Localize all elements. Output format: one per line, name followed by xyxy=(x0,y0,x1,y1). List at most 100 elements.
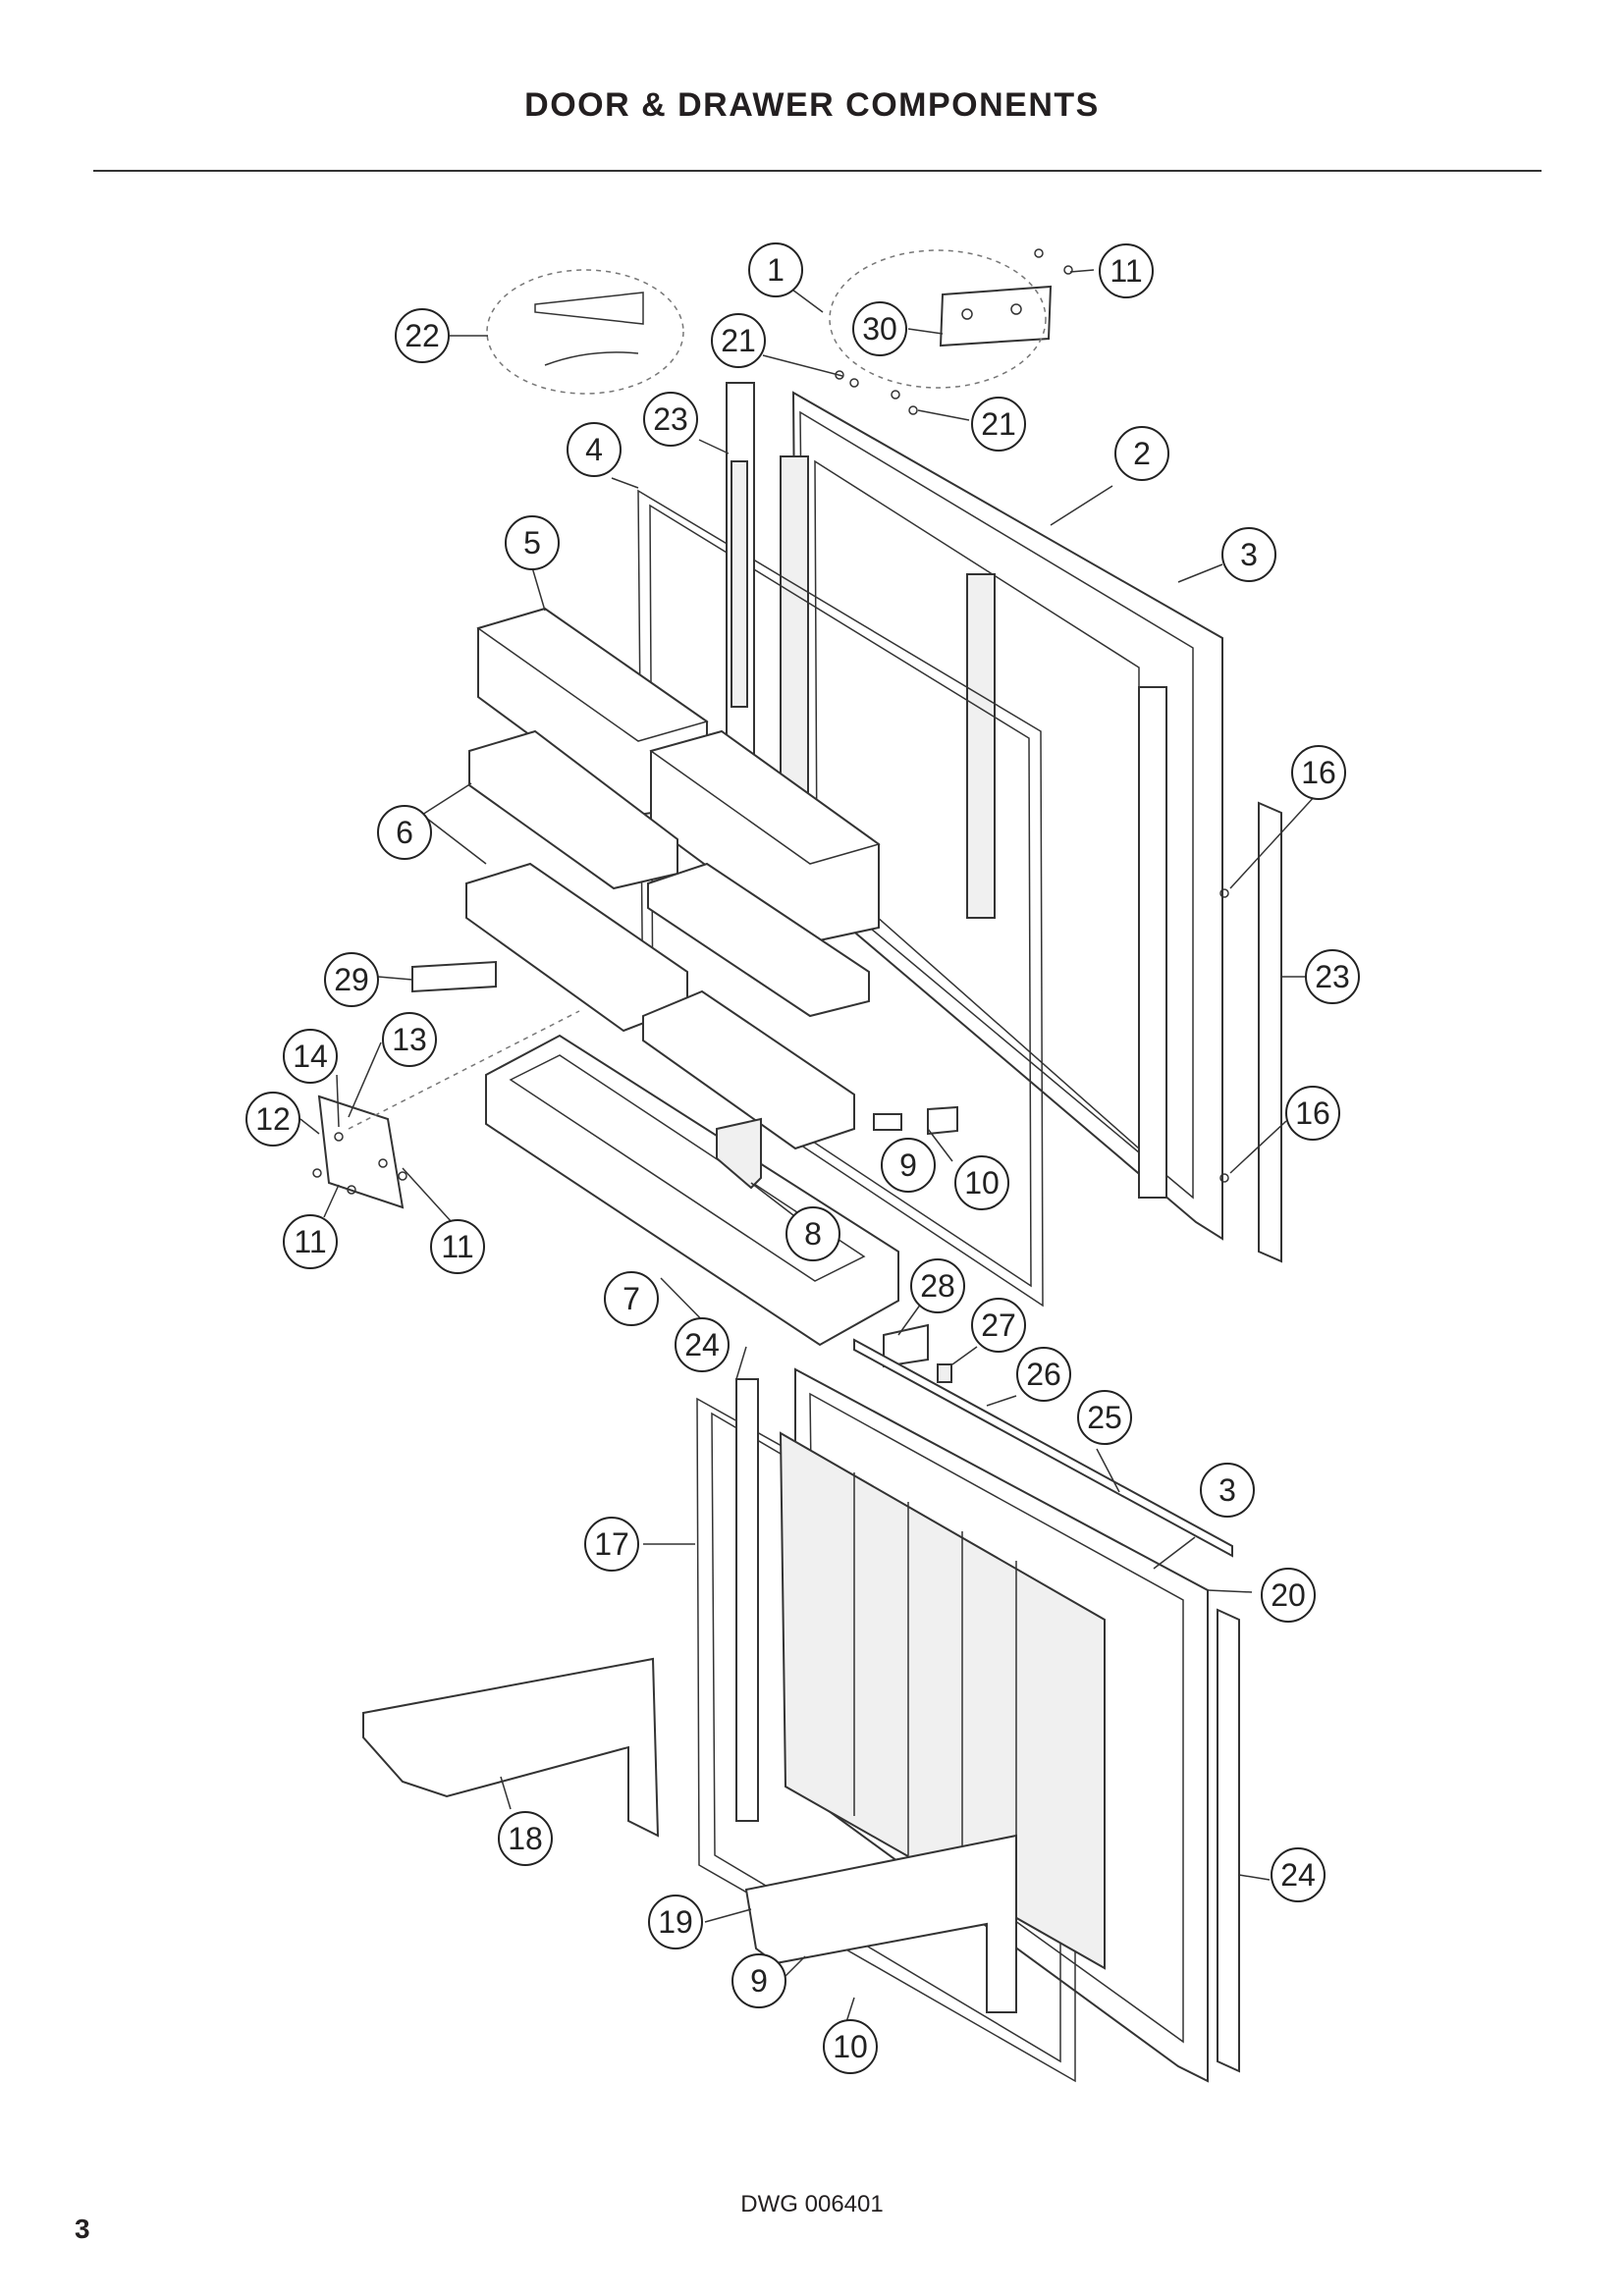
svg-text:27: 27 xyxy=(981,1308,1016,1343)
svg-text:19: 19 xyxy=(658,1904,693,1940)
freezer-channel-left xyxy=(735,1378,759,1822)
upper-hinge-detail xyxy=(486,269,684,395)
svg-text:3: 3 xyxy=(1240,537,1258,572)
svg-text:11: 11 xyxy=(294,1224,326,1259)
callout-16-top: 16 xyxy=(1291,745,1346,800)
svg-text:21: 21 xyxy=(981,406,1016,442)
drawing-number: DWG 006401 xyxy=(740,2191,884,2217)
callout-5: 5 xyxy=(505,515,560,570)
drawer-runner-left xyxy=(362,1657,660,1838)
svg-text:26: 26 xyxy=(1026,1357,1061,1392)
callout-26: 26 xyxy=(1016,1347,1071,1402)
svg-text:8: 8 xyxy=(804,1216,822,1252)
callout-9-lower: 9 xyxy=(731,1953,786,2008)
door-shelf-middle-right xyxy=(647,862,870,1018)
svg-text:6: 6 xyxy=(396,815,413,850)
page-title: DOOR & DRAWER COMPONENTS xyxy=(524,86,1100,124)
callout-12: 12 xyxy=(245,1092,300,1147)
svg-text:12: 12 xyxy=(255,1101,291,1137)
callout-29: 29 xyxy=(324,952,379,1007)
leader-lines xyxy=(299,269,1317,2023)
svg-text:4: 4 xyxy=(585,432,603,467)
svg-text:16: 16 xyxy=(1295,1095,1330,1131)
screws-and-pins xyxy=(312,248,1229,1195)
callout-17: 17 xyxy=(584,1517,639,1572)
callout-6: 6 xyxy=(377,805,432,860)
svg-text:10: 10 xyxy=(964,1165,1000,1201)
svg-text:3: 3 xyxy=(1218,1472,1236,1508)
svg-text:5: 5 xyxy=(523,525,541,561)
freezer-channel-right xyxy=(1217,1608,1240,2073)
bottom-door-tray xyxy=(485,1034,899,1347)
callout-23-right: 23 xyxy=(1305,949,1360,1004)
svg-text:23: 23 xyxy=(1315,959,1350,994)
svg-text:1: 1 xyxy=(767,252,785,288)
door-shelf-lower-right xyxy=(642,989,855,1150)
callout-13: 13 xyxy=(382,1012,437,1067)
svg-text:9: 9 xyxy=(899,1148,917,1183)
callout-28: 28 xyxy=(910,1258,965,1313)
svg-text:11: 11 xyxy=(441,1229,473,1264)
callout-4: 4 xyxy=(567,422,622,477)
svg-text:21: 21 xyxy=(721,323,756,358)
callout-24-bottom: 24 xyxy=(1271,1847,1326,1902)
svg-text:28: 28 xyxy=(920,1268,955,1304)
drawer-runner-right xyxy=(744,1834,1017,2013)
callout-8: 8 xyxy=(785,1206,840,1261)
callout-23-left: 23 xyxy=(643,392,698,447)
callout-24-top: 24 xyxy=(675,1317,730,1372)
freezer-trim-strip xyxy=(853,1338,1233,1558)
door-channel-left xyxy=(726,382,755,757)
svg-text:23: 23 xyxy=(653,401,688,437)
svg-text:20: 20 xyxy=(1271,1577,1306,1613)
callout-21-upper: 21 xyxy=(711,313,766,368)
callout-19: 19 xyxy=(648,1895,703,1949)
lower-hinge-detail xyxy=(829,249,1047,389)
callout-21-lower: 21 xyxy=(971,397,1026,452)
title-rule xyxy=(93,170,1542,172)
callout-27: 27 xyxy=(971,1298,1026,1353)
svg-text:9: 9 xyxy=(750,1963,768,1999)
svg-text:29: 29 xyxy=(334,962,369,997)
svg-text:24: 24 xyxy=(1280,1857,1316,1893)
callout-30: 30 xyxy=(852,301,907,356)
svg-text:18: 18 xyxy=(508,1821,543,1856)
callout-7: 7 xyxy=(604,1271,659,1326)
svg-text:11: 11 xyxy=(1110,253,1142,289)
callout-16-bottom: 16 xyxy=(1285,1086,1340,1141)
hinge-bracket-assembly xyxy=(317,1010,580,1209)
callout-20: 20 xyxy=(1261,1568,1316,1623)
callout-18: 18 xyxy=(498,1811,553,1866)
bracket-plate xyxy=(411,960,497,993)
callout-11-right: 11 xyxy=(430,1219,485,1274)
page-number: 3 xyxy=(75,2214,90,2244)
svg-text:2: 2 xyxy=(1133,436,1151,471)
callout-3-lower: 3 xyxy=(1200,1463,1255,1518)
freezer-drawer-liner xyxy=(779,1431,1106,1970)
callout-22: 22 xyxy=(395,308,450,363)
callout-1: 1 xyxy=(748,242,803,297)
hinge-plate-top xyxy=(939,285,1053,347)
callout-9: 9 xyxy=(881,1138,936,1193)
callout-10: 10 xyxy=(954,1155,1009,1210)
callout-14: 14 xyxy=(283,1029,338,1084)
callout-11-left: 11 xyxy=(283,1214,338,1269)
svg-text:14: 14 xyxy=(293,1039,328,1074)
svg-text:10: 10 xyxy=(833,2029,868,2064)
svg-text:13: 13 xyxy=(392,1022,427,1057)
tray-divider xyxy=(716,1117,762,1190)
callout-2: 2 xyxy=(1114,426,1169,481)
svg-text:7: 7 xyxy=(623,1281,640,1316)
callout-11-top: 11 xyxy=(1099,243,1154,298)
fridge-door-liner xyxy=(780,391,1223,1241)
door-channel-right xyxy=(1258,801,1282,1263)
svg-text:30: 30 xyxy=(862,311,897,347)
svg-text:16: 16 xyxy=(1301,755,1336,790)
callout-25: 25 xyxy=(1077,1390,1132,1445)
svg-text:17: 17 xyxy=(594,1526,629,1562)
svg-text:24: 24 xyxy=(684,1327,720,1362)
callout-10-lower: 10 xyxy=(823,2019,878,2074)
svg-text:22: 22 xyxy=(405,318,440,353)
callout-3: 3 xyxy=(1221,527,1276,582)
